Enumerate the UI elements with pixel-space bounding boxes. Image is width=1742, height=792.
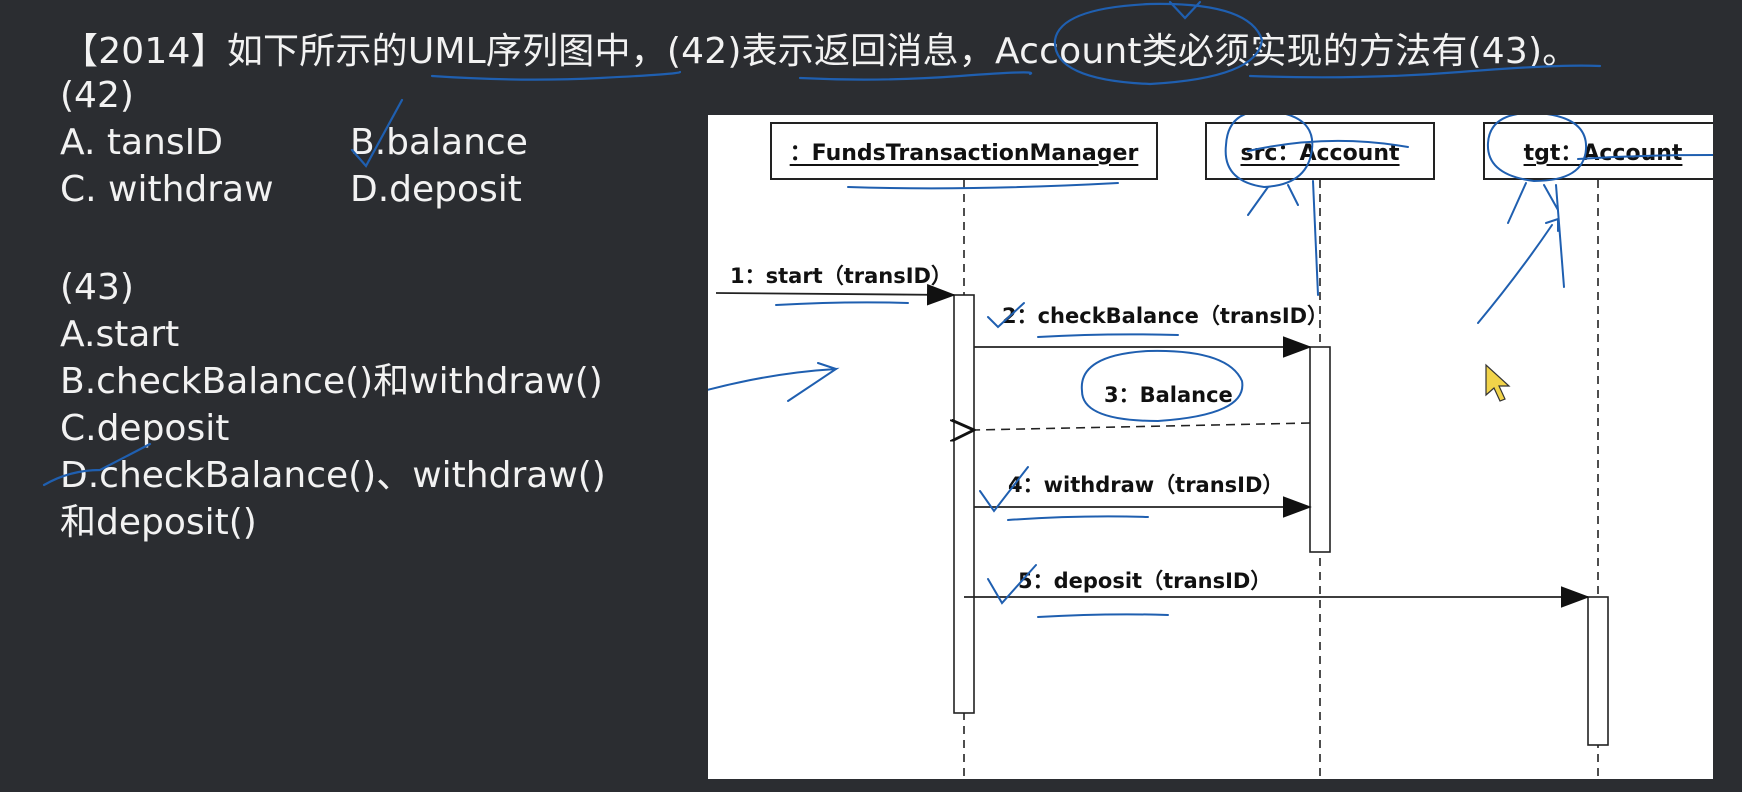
annotation-underline-tgt (1577, 154, 1713, 160)
q43-label: (43) (60, 267, 134, 308)
annotation-check-msg2 (987, 302, 1025, 329)
annotation-circle-balance (1080, 349, 1244, 423)
q42-option-c: C. withdraw (60, 169, 274, 210)
annotation-arrow-tgt-2 (1477, 217, 1559, 324)
annotation-underline-msg2 (1037, 333, 1179, 338)
q43-option-b: B.checkBalance()和withdraw() (60, 361, 603, 402)
annotation-circle-tgt (1486, 115, 1588, 183)
activation-tgt (1587, 596, 1609, 746)
annotation-arrow-tgt (1507, 182, 1565, 288)
q42-option-b: B.balance (350, 122, 528, 163)
message-1-label: 1：start（transID） (730, 264, 952, 288)
q43-option-c: C.deposit (60, 408, 230, 449)
annotation-underline-msg1 (775, 301, 909, 306)
activation-ftm (953, 294, 975, 714)
annotation-underline-msg4 (1007, 515, 1149, 521)
object-funds-transaction-manager: ：FundsTransactionManager (770, 122, 1158, 180)
annotation-circle-src-account (1247, 139, 1409, 152)
annotation-check-msg5 (987, 564, 1037, 605)
q43-option-d: D.checkBalance()、withdraw() (60, 455, 606, 496)
object-src-account: src：Account (1205, 122, 1435, 180)
q43-option-d-cont: 和deposit() (60, 502, 257, 543)
q43-option-a: A.start (60, 314, 180, 355)
message-3-arrow (974, 423, 1311, 430)
annotation-arrow-left (708, 362, 840, 402)
q42-option-d: D.deposit (350, 169, 522, 210)
annotation-underline-msg5 (1037, 613, 1169, 618)
cursor-icon (1485, 363, 1511, 402)
q42-label: (42) (60, 75, 134, 116)
message-1-arrow (715, 283, 956, 306)
object-tgt-account: tgt：Account (1483, 122, 1713, 180)
question-title: 【2014】如下所示的UML序列图中，(42)表示返回消息，Account类必须… (62, 31, 1579, 72)
message-3-label: 3：Balance (1104, 383, 1233, 407)
message-2-label: 2：checkBalance（transID） (1002, 304, 1328, 328)
message-5-label: 5：deposit（transID） (1018, 569, 1271, 593)
annotation-check-msg4 (979, 466, 1029, 513)
sequence-diagram: ：FundsTransactionManager src：Account tgt… (708, 115, 1713, 779)
annotation-circle-src (1224, 115, 1314, 189)
q42-option-a: A. tansID (60, 122, 223, 163)
annotation-arrow-src (1247, 180, 1319, 296)
message-4-label: 4：withdraw（transID） (1008, 473, 1283, 497)
annotation-underline-ftm (847, 182, 1119, 190)
activation-src (1309, 346, 1331, 553)
annotation-arrow-top (1168, 0, 1202, 20)
diagram-canvas: 1：start（transID） 2：checkBalance（transID）… (708, 115, 1713, 779)
